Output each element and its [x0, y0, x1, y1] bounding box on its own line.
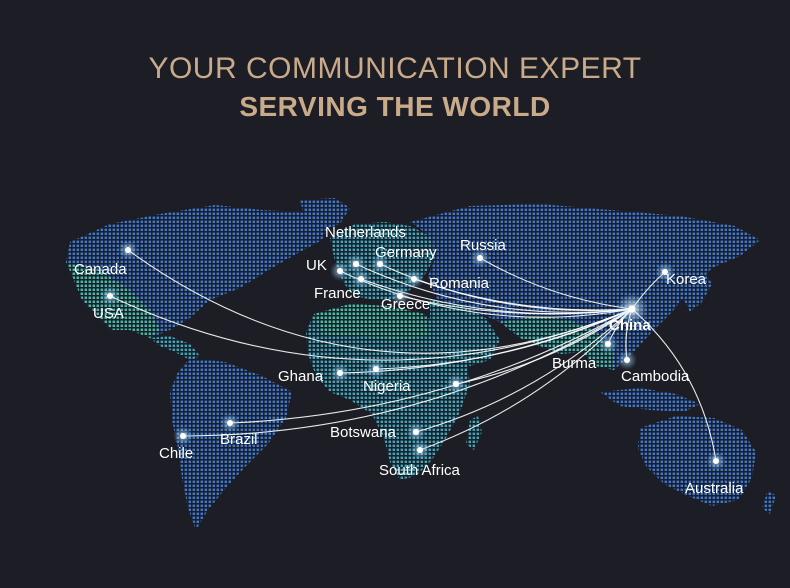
city-south-africa-label: South Africa: [379, 462, 461, 479]
route-arc-nigeria: [375, 308, 633, 370]
route-arc-brazil: [229, 308, 633, 424]
city-botswana-marker[interactable]: [413, 429, 419, 435]
route-arc-greece: [399, 295, 633, 315]
city-russia-marker[interactable]: [477, 255, 483, 261]
city-france-label: France: [314, 285, 361, 302]
city-south-africa-marker[interactable]: [417, 447, 423, 453]
city-greece-marker[interactable]: [397, 293, 403, 299]
city-chile-label: Chile: [159, 445, 193, 462]
landmass-greenland: [300, 198, 350, 232]
landmass-asia: [410, 204, 760, 370]
city-australia-label: Australia: [685, 480, 744, 497]
city-canada-label: Canada: [74, 261, 127, 278]
subheadline: SERVING THE WORLD: [239, 91, 551, 122]
city-netherlands-label: Netherlands: [325, 224, 406, 241]
city-usa-marker[interactable]: [107, 293, 113, 299]
city-cambodia-marker[interactable]: [624, 357, 630, 363]
route-arc-botswana: [415, 308, 633, 433]
city-korea-label: Korea: [666, 271, 707, 288]
landmass-africa: [306, 304, 470, 480]
hub-china-marker[interactable]: [628, 305, 636, 313]
landmass-australia: [638, 416, 756, 506]
city-ghana-label: Ghana: [278, 368, 324, 385]
route-arc-romania: [413, 278, 633, 311]
city-romania-marker[interactable]: [411, 276, 417, 282]
city-botswana-label: Botswana: [330, 424, 397, 441]
city-cambodia-label: Cambodia: [621, 368, 690, 385]
city-australia-marker[interactable]: [713, 458, 719, 464]
city-germany-marker[interactable]: [377, 261, 383, 267]
route-arc-australia: [631, 308, 717, 462]
route-arc-russia: [479, 257, 633, 310]
city-burma-label: Burma: [552, 355, 597, 372]
route-arc-south-africa: [419, 308, 633, 451]
hub-china-label: China: [609, 317, 651, 334]
route-arc-usa: [109, 295, 633, 361]
landmass-indonesia: [600, 388, 700, 412]
city-romania-label: Romania: [429, 275, 490, 292]
landmass-new-zealand: [762, 490, 776, 514]
landmass-asia-green: [500, 316, 614, 370]
city-uk-marker[interactable]: [337, 268, 343, 274]
landmass-central-america: [150, 336, 200, 360]
headline: YOUR COMMUNICATION EXPERT: [148, 52, 642, 85]
city-nigeria-label: Nigeria: [363, 378, 411, 395]
city-france-marker[interactable]: [358, 276, 364, 282]
city-chile-marker[interactable]: [180, 433, 186, 439]
landmass-south-america: [170, 358, 292, 530]
route-arc-uk: [339, 270, 633, 318]
city-korea-marker[interactable]: [662, 269, 668, 275]
city-brazil-marker[interactable]: [227, 420, 233, 426]
landmass-japan: [684, 270, 712, 312]
city-east-africa-marker[interactable]: [453, 381, 459, 387]
city-ghana-marker[interactable]: [337, 370, 343, 376]
city-canada-marker[interactable]: [125, 247, 131, 253]
city-greece-label: Greece: [381, 296, 430, 313]
city-russia-label: Russia: [460, 237, 507, 254]
route-arc-east-africa: [455, 308, 633, 385]
landmass-madagascar: [466, 416, 482, 450]
city-germany-label: Germany: [375, 244, 437, 261]
route-layer: [109, 249, 717, 462]
city-uk-label: UK: [306, 257, 327, 274]
city-netherlands-marker[interactable]: [353, 261, 359, 267]
city-burma-marker[interactable]: [605, 341, 611, 347]
route-arc-chile: [182, 308, 633, 437]
city-brazil-label: Brazil: [220, 431, 258, 448]
landmass-africa-green: [314, 304, 430, 340]
title-block: YOUR COMMUNICATION EXPERT SERVING THE WO…: [0, 52, 790, 124]
city-nigeria-marker[interactable]: [373, 366, 379, 372]
city-usa-label: USA: [93, 305, 124, 322]
route-arc-netherlands: [355, 263, 633, 313]
